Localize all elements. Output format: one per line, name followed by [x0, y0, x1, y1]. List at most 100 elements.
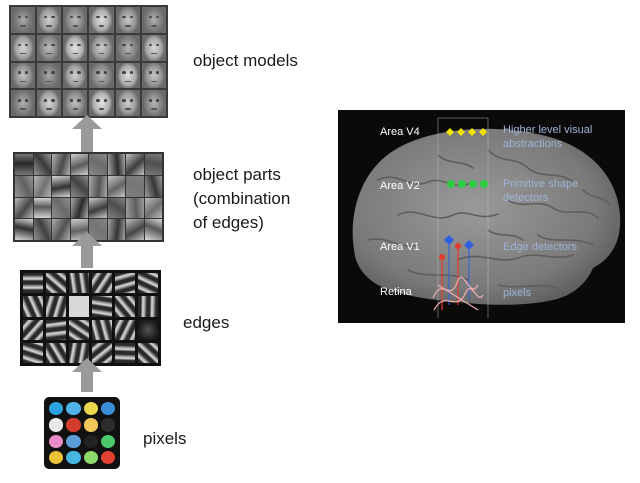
part-filter-tile [15, 197, 33, 219]
face-filter-tile [115, 34, 140, 61]
part-filter-tile [144, 154, 162, 175]
face-filter-tile [141, 7, 166, 33]
face-filter-tile [11, 62, 36, 89]
part-filter-tile [89, 175, 107, 197]
label-object-models: object models [193, 51, 298, 70]
part-filter-tile [70, 219, 88, 240]
face-filter-tile [37, 62, 62, 89]
part-filter-tile [107, 154, 125, 175]
v1-description: Edge detectors [503, 241, 577, 253]
edge-filter-tile [115, 296, 135, 317]
label-object-parts-line2: (combination [193, 189, 291, 208]
part-filter-tile [70, 197, 88, 219]
part-filter-tile [52, 175, 70, 197]
edge-filter-tile [69, 296, 89, 317]
v4-description-line1: Higher level visual [503, 124, 593, 136]
v4-description-line2: abstractions [503, 138, 563, 150]
part-filter-tile [144, 175, 162, 197]
edge-filter-tile [69, 342, 89, 363]
edge-filter-tile [138, 296, 158, 317]
part-filter-tile [107, 175, 125, 197]
part-filter-tile [15, 219, 33, 240]
pixel-dot [49, 434, 64, 448]
face-filter-tile [115, 62, 140, 89]
pixel-dot [49, 402, 64, 416]
part-filter-tile [107, 219, 125, 240]
edge-filter-tile [115, 342, 135, 363]
brain-area-v1: Area V1 [380, 241, 420, 253]
up-arrow-icon [72, 358, 102, 392]
pixel-dot [66, 418, 81, 432]
face-filter-tile [11, 7, 36, 33]
part-filter-tile [89, 219, 107, 240]
face-filter-tile [89, 90, 114, 116]
edge-filter-tile [92, 296, 112, 317]
part-filter-tile [89, 197, 107, 219]
edge-filter-tile [138, 342, 158, 363]
pixel-dot [66, 402, 81, 416]
pixel-dot [49, 450, 64, 464]
face-filter-tile [89, 34, 114, 61]
brain-area-v2: Area V2 [380, 180, 420, 192]
edge-filters-grid [23, 273, 158, 363]
retina-description: pixels [503, 287, 532, 299]
face-filter-tile [141, 90, 166, 116]
pixel-dot [66, 434, 81, 448]
part-filter-tile [70, 154, 88, 175]
pixel-dot [100, 418, 115, 432]
edge-filter-tile [69, 273, 89, 294]
edge-filter-tile [46, 319, 66, 340]
label-edges: edges [183, 313, 230, 332]
edge-filter-tile [23, 296, 43, 317]
object-models-image [9, 5, 168, 118]
pixel-grid [49, 402, 115, 464]
v4-description: Higher level visual abstractions [503, 123, 592, 151]
pixel-dot [100, 450, 115, 464]
pixel-dot [100, 402, 115, 416]
edge-filter-tile [46, 342, 66, 363]
edge-filter-tile [115, 319, 135, 340]
pixel-dot [66, 450, 81, 464]
face-filter-tile [11, 90, 36, 116]
label-object-parts-line3: of edges) [193, 213, 264, 232]
brain-area-retina: Retina [380, 286, 412, 298]
face-filter-tile [11, 34, 36, 61]
edge-filter-tile [69, 319, 89, 340]
part-filter-tile [126, 154, 144, 175]
face-filter-tile [37, 34, 62, 61]
edge-filter-tile [92, 342, 112, 363]
pixel-dot [49, 418, 64, 432]
face-filter-tile [63, 7, 88, 33]
part-filters-grid [15, 154, 162, 240]
pixel-dot [83, 418, 98, 432]
edge-filter-tile [23, 342, 43, 363]
part-filter-tile [107, 197, 125, 219]
brain-area-v4: Area V4 [380, 126, 420, 138]
part-filter-tile [144, 219, 162, 240]
up-arrow-icon [72, 115, 102, 153]
face-filter-tile [115, 7, 140, 33]
object-parts-image [13, 152, 164, 242]
face-filter-tile [115, 90, 140, 116]
v2-description: Primitive shape detectors [503, 177, 578, 205]
part-filter-tile [70, 175, 88, 197]
edge-filter-tile [46, 296, 66, 317]
part-filter-tile [52, 219, 70, 240]
part-filter-tile [33, 154, 51, 175]
part-filter-tile [33, 197, 51, 219]
edge-filter-tile [138, 319, 158, 340]
label-pixels: pixels [143, 429, 187, 448]
brain-illustration [352, 117, 621, 318]
pixel-dot [83, 450, 98, 464]
v2-description-line1: Primitive shape [503, 178, 579, 190]
label-object-parts-line1: object parts [193, 165, 281, 184]
part-filter-tile [52, 154, 70, 175]
face-filter-tile [89, 7, 114, 33]
face-filter-tile [63, 62, 88, 89]
pixel-dot [100, 434, 115, 448]
face-filter-tile [37, 7, 62, 33]
face-filter-tile [37, 90, 62, 116]
face-filter-tile [141, 34, 166, 61]
face-filter-tile [63, 90, 88, 116]
edge-filter-tile [115, 273, 135, 294]
